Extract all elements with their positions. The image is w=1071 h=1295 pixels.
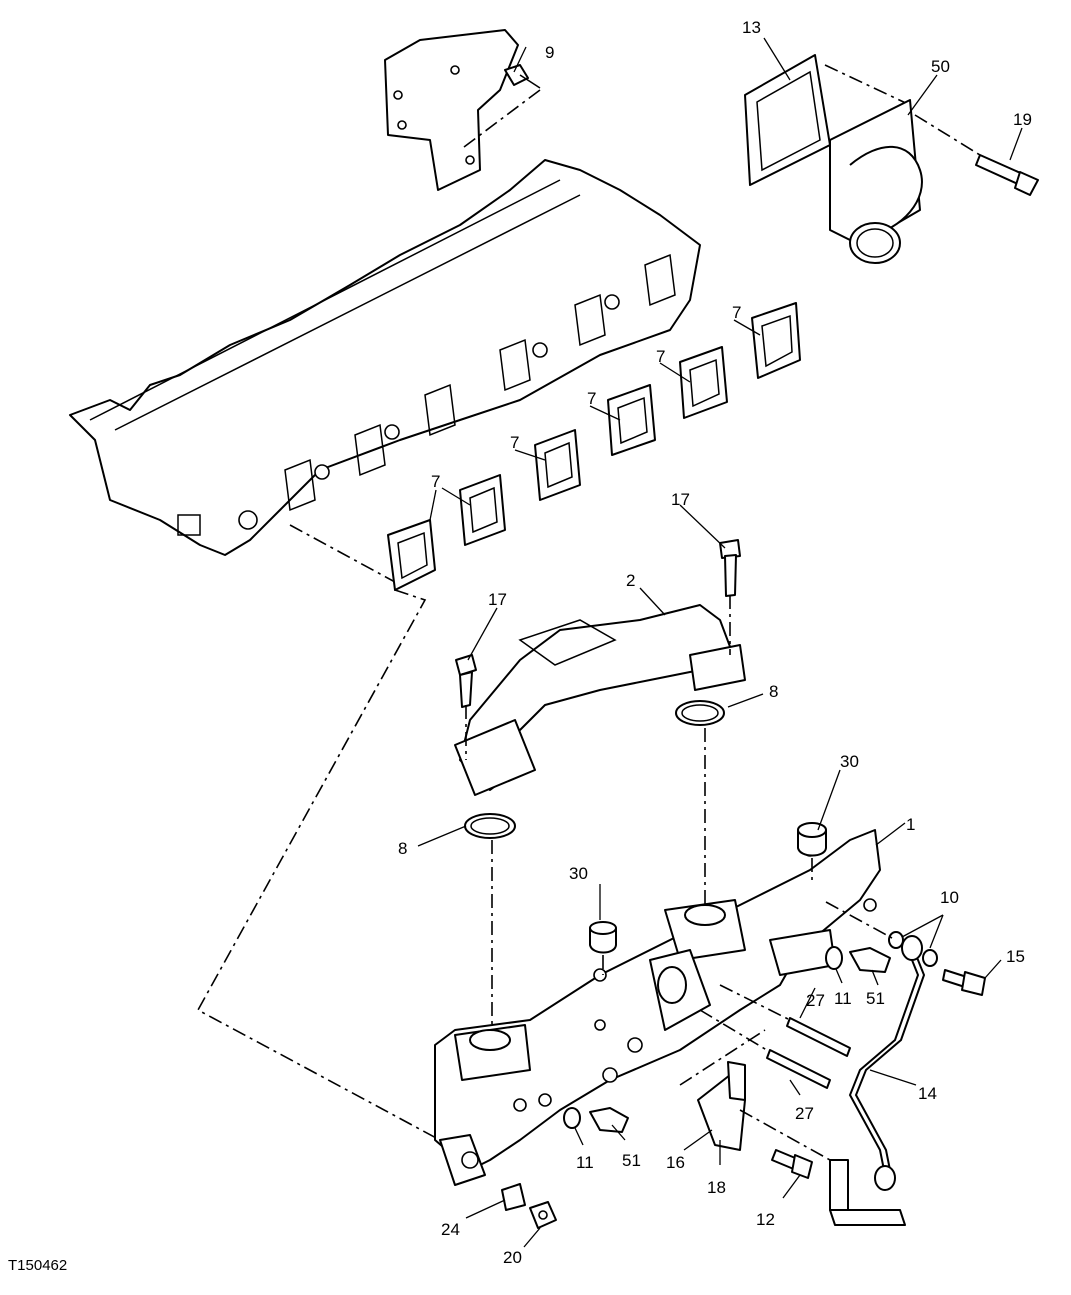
callout-7c: 7 xyxy=(587,389,596,408)
callout-9: 9 xyxy=(545,43,554,62)
callout-7d: 7 xyxy=(510,433,519,452)
bolt-17-right xyxy=(719,539,741,597)
cap-30-left xyxy=(589,921,617,954)
stud-27-upper xyxy=(786,1017,851,1057)
callout-27a: 27 xyxy=(806,991,825,1010)
cap-30-right xyxy=(797,822,827,857)
callout-16: 16 xyxy=(666,1153,685,1172)
callout-17a: 17 xyxy=(671,490,690,509)
callout-11a: 11 xyxy=(834,989,852,1008)
cylinder-head xyxy=(69,159,701,556)
callout-51a: 51 xyxy=(866,989,885,1008)
stud-27-lower xyxy=(766,1049,831,1089)
callout-7b: 7 xyxy=(656,347,665,366)
callout-50: 50 xyxy=(931,57,950,76)
banjo-bolt-15 xyxy=(942,969,986,996)
outlet-elbow-50 xyxy=(829,99,923,264)
callout-51b: 51 xyxy=(622,1151,641,1170)
callout-labels: 9 13 50 19 7 7 7 7 7 17 17 2 8 8 30 1 30… xyxy=(398,18,1032,1267)
seal-ring-8-lower xyxy=(464,813,516,839)
ring-11-right xyxy=(825,946,843,970)
callout-20: 20 xyxy=(503,1248,522,1267)
gasket-13 xyxy=(744,54,831,186)
nut-20 xyxy=(529,1201,557,1229)
callout-8b: 8 xyxy=(398,839,407,858)
bolt-9 xyxy=(504,64,541,89)
figure-id: T150462 xyxy=(8,1257,67,1274)
bolt-17-left xyxy=(455,654,477,708)
callout-12: 12 xyxy=(756,1210,775,1229)
ring-11-left xyxy=(563,1107,581,1129)
callout-17b: 17 xyxy=(488,590,507,609)
spacer-24 xyxy=(501,1183,526,1211)
plug-51-left xyxy=(589,1107,629,1133)
crossover-pipe-2 xyxy=(454,604,746,796)
washers-10 xyxy=(888,931,938,967)
seal-ring-8-upper xyxy=(675,700,725,726)
callout-7a: 7 xyxy=(732,303,741,322)
leader-lines xyxy=(417,37,1023,1248)
clip-bracket xyxy=(829,1159,906,1226)
callout-2: 2 xyxy=(626,571,635,590)
exhaust-gaskets xyxy=(387,302,801,591)
bolt-19 xyxy=(975,154,1039,196)
plug-51-right xyxy=(849,947,891,973)
callout-13: 13 xyxy=(742,18,761,37)
callout-7e: 7 xyxy=(431,472,440,491)
callout-14: 14 xyxy=(918,1084,937,1103)
callout-11b: 11 xyxy=(576,1153,594,1172)
callout-8a: 8 xyxy=(769,682,778,701)
callout-15: 15 xyxy=(1006,947,1025,966)
heat-shield-16 xyxy=(697,1061,746,1151)
callout-24: 24 xyxy=(441,1220,460,1239)
callout-1: 1 xyxy=(906,815,915,834)
bolt-12 xyxy=(771,1149,813,1179)
callout-30a: 30 xyxy=(840,752,859,771)
exhaust-manifold-1 xyxy=(434,829,881,1186)
oil-line-14 xyxy=(848,935,926,1191)
callout-30b: 30 xyxy=(569,864,588,883)
callout-19: 19 xyxy=(1013,110,1032,129)
mounting-bracket xyxy=(384,29,519,191)
callout-10: 10 xyxy=(940,888,959,907)
callout-27b: 27 xyxy=(795,1104,814,1123)
callout-18: 18 xyxy=(707,1178,726,1197)
